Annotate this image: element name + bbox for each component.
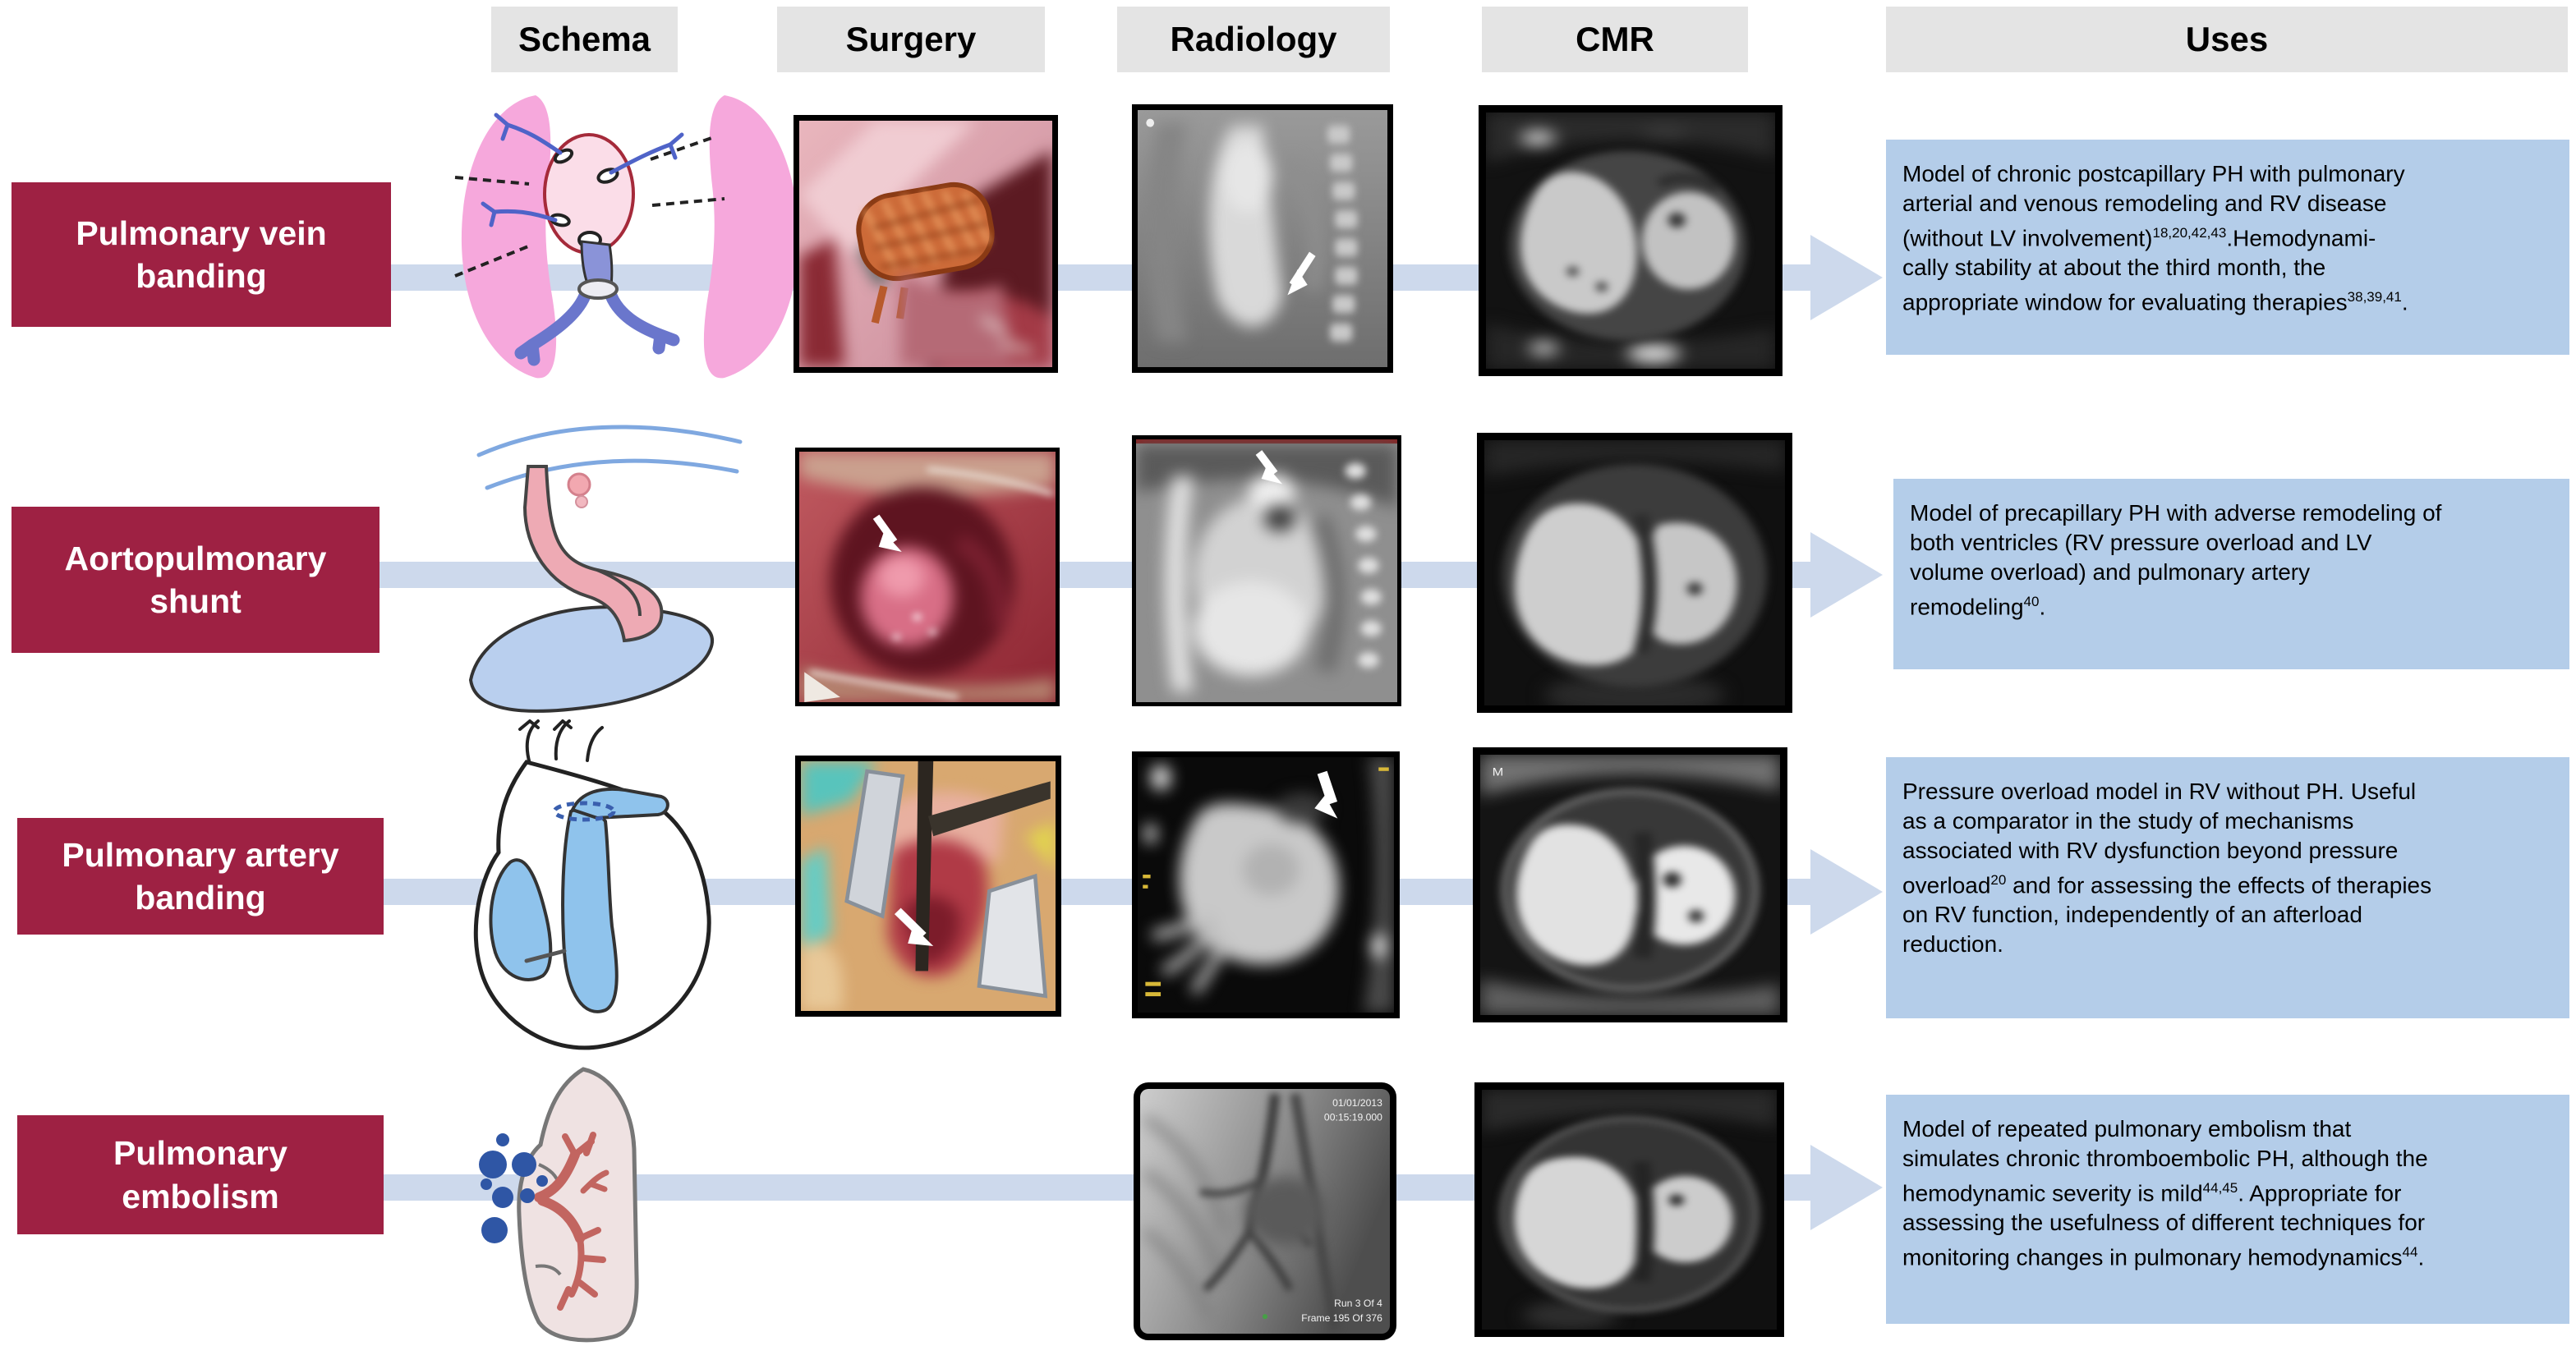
radiology-image-pulmonary-artery-banding [1132,751,1400,1018]
great-vessels-lines [518,719,604,765]
chest-wall-lines [476,425,743,490]
lung-shape [517,1067,639,1343]
uses-text-pulmonary-vein-banding: Model of chronic postcapillary PH with p… [1886,140,2569,355]
rib-shadows [1143,1114,1229,1321]
pulmonary-veins [481,113,684,227]
aorta-inner-curve [596,568,642,617]
pulmonary-artery-shape [468,605,714,713]
row-label-aortopulmonary-shunt: Aortopulmonary shunt [12,507,380,653]
aorta-shape [522,465,664,643]
scale-marks [1143,767,1389,997]
column-header-schema: Schema [491,7,678,72]
suture-line [524,949,567,963]
cmr-image-pulmonary-embolism [1474,1082,1784,1337]
vein-trunk-with-band [514,240,680,366]
row-label-pulmonary-vein-banding: Pulmonary vein banding [12,182,391,327]
emboli-dots [479,1133,548,1243]
column-header-uses: Uses [1886,7,2568,72]
lungs-shape [461,95,799,379]
fissure-dashed-lines [454,135,725,278]
right-atrium-blue [489,858,553,981]
pulmonary-arterial-tree [534,1132,610,1311]
uses-text-pulmonary-embolism: Model of repeated pulmonary embolism tha… [1886,1095,2569,1324]
row3-flow-arrow-icon [1810,849,1883,935]
pa-branch-blue [570,787,669,820]
cmr-image-aortopulmonary-shunt [1477,433,1792,713]
annotation-arrow-icon [1314,770,1338,819]
fluoro-frame: Frame 195 Of 376 [1301,1312,1382,1324]
annotation-arrow-icon [1287,251,1316,296]
fluoro-time: 00:15:19.000 [1324,1112,1382,1123]
heart-short-axis [1502,464,1768,687]
vein-band-graft [856,181,995,324]
column-header-surgery: Surgery [777,7,1045,72]
uses-text-pulmonary-artery-banding: Pressure overload model in RV without PH… [1886,757,2569,1018]
fluoro-run: Run 3 Of 4 [1334,1298,1382,1309]
cmr-image-pulmonary-artery-banding: M [1473,747,1787,1022]
column-header-cmr: CMR [1482,7,1748,72]
banding-ring [577,278,619,300]
row-label-pulmonary-artery-banding: Pulmonary artery banding [17,818,384,935]
pa-banding-ring [552,801,616,822]
annotation-arrow-icon [894,907,934,946]
surgery-photo-pulmonary-artery-banding [795,756,1061,1017]
spine-column [1345,462,1382,668]
heart-short-axis [1509,150,1746,341]
radiology-image-aortopulmonary-shunt [1132,435,1401,706]
row4-flow-arrow-icon [1810,1145,1883,1230]
fluoro-date: 01/01/2013 [1332,1097,1382,1109]
heart-short-axis [1501,788,1760,992]
surgery-photo-pulmonary-vein-banding [794,115,1058,373]
schema-illustration-pulmonary-embolism [479,1067,639,1343]
heart-short-axis [1499,1116,1760,1313]
retractors [844,769,1048,999]
fluoro-overlay-text: 01/01/2013 00:15:19.000 Run 3 Of 4 Frame… [1301,1097,1382,1324]
radiology-image-pulmonary-embolism: 01/01/2013 00:15:19.000 Run 3 Of 4 Frame… [1134,1082,1396,1340]
retractor-wires [808,466,1054,700]
shunt-site-dot [567,472,591,497]
schema-illustration-aortopulmonary-shunt [468,425,743,713]
spine-column [1327,125,1358,342]
row-label-pulmonary-embolism: Pulmonary embolism [17,1115,384,1234]
annotation-arrow-icon [1255,450,1283,485]
right-ventricle-pa-blue [561,807,619,1013]
schema-illustration-pulmonary-vein-banding [454,95,799,379]
annotation-arrow-icon [872,514,902,552]
radiology-image-pulmonary-vein-banding [1132,104,1393,373]
row1-flow-arrow-icon [1810,235,1883,320]
svg-text:M: M [1493,765,1504,779]
schema-illustration-pulmonary-artery-banding [473,719,711,1050]
surgery-photo-aortopulmonary-shunt [795,448,1060,706]
row2-flow-arrow-icon [1810,532,1883,618]
cmr-image-pulmonary-vein-banding [1479,105,1782,376]
uses-text-aortopulmonary-shunt: Model of precapillary PH with adverse re… [1893,479,2569,669]
column-header-radiology: Radiology [1117,7,1390,72]
